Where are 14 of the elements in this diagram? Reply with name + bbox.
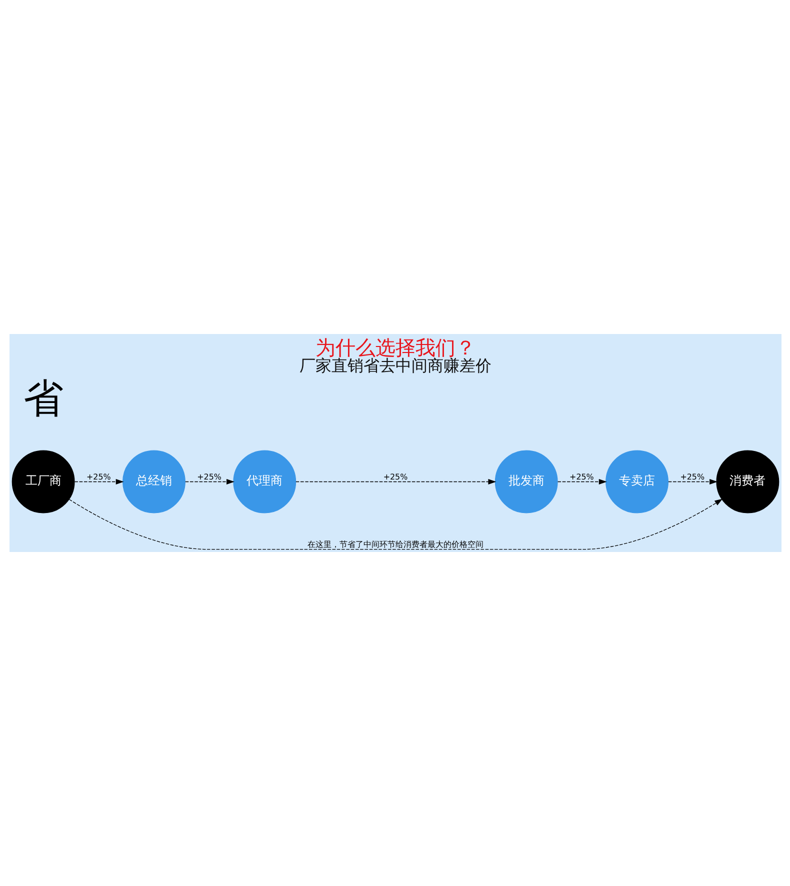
node-circle: 总经销 [122, 450, 185, 514]
arrow [68, 498, 722, 550]
node-circle: 消费者 [716, 450, 779, 514]
node-circle: 专卖店 [605, 450, 668, 514]
label: 省 [22, 376, 63, 422]
arrow [184, 478, 234, 485]
arrow [295, 478, 496, 485]
arrow [74, 478, 124, 485]
arrow [556, 478, 606, 485]
node-circle: 代理商 [232, 450, 296, 514]
arrow [668, 478, 718, 485]
caption: 厂家直销省去中间商赚差价 [299, 356, 492, 376]
node-circle: 批发商 [494, 450, 558, 514]
node-circle: 工厂商 [11, 450, 74, 514]
